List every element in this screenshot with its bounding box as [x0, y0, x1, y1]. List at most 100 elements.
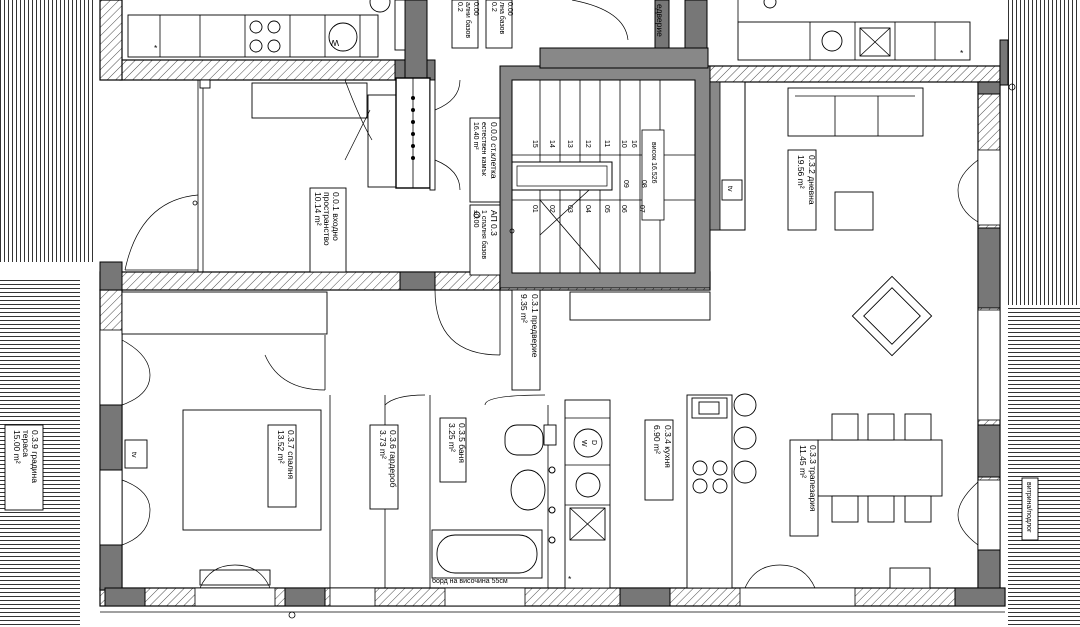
- column: [404, 0, 428, 81]
- top-counter-right: [737, 21, 971, 61]
- entrance-name: 0.0.1 входно: [331, 192, 341, 241]
- deck-right-bottom: [1008, 305, 1080, 627]
- step-02: 02: [548, 205, 555, 213]
- level-marker-icon: [473, 211, 481, 219]
- column: [977, 81, 1001, 95]
- step-11: 11: [603, 140, 610, 147]
- toilet: [510, 469, 546, 511]
- stair-name: 0.0.0 ст.клетка: [489, 122, 499, 179]
- terrace-label-box: [4, 424, 44, 511]
- entrance-name2: пространство: [322, 192, 332, 246]
- stair-top-block: [539, 47, 709, 69]
- window-bottom-1: [194, 587, 276, 607]
- terrace-name: 0.3.9 градина: [30, 430, 40, 483]
- dining-table: [817, 439, 943, 497]
- column: [977, 424, 1001, 478]
- entrance-cabinet: [251, 82, 368, 119]
- stair-sub: естествен камък: [480, 122, 487, 177]
- ap-level: ±0.00: [472, 210, 479, 228]
- window-right-1: [977, 149, 1001, 226]
- entrance-label-box: [309, 187, 347, 273]
- bedroom-area: 13.52 m²: [276, 430, 286, 464]
- stair-well: [511, 161, 613, 191]
- appliance-w2-label: W: [580, 440, 587, 447]
- tv-label: tv: [726, 186, 733, 192]
- stair-label-box: [641, 129, 665, 221]
- armchair: [851, 275, 933, 357]
- star-mark: *: [154, 43, 158, 53]
- stair-area: 16.40 m²: [472, 122, 479, 150]
- appliance-w-label: W: [331, 38, 339, 48]
- stair-elevation: висок 16.526: [650, 142, 657, 184]
- step-01: 01: [531, 205, 538, 213]
- hall-bench: [569, 291, 711, 321]
- star-mark-right: *: [960, 48, 964, 58]
- column: [954, 587, 1006, 607]
- stud-dots: [411, 96, 415, 160]
- step-13: 13: [566, 140, 573, 148]
- ap-name: АП 0.3: [489, 210, 499, 236]
- window-left-2: [99, 469, 123, 546]
- star-mark-kitchen: *: [568, 574, 572, 584]
- hall-area: 9.35 m²: [519, 294, 529, 323]
- column: [99, 261, 123, 291]
- stair-well-inner: [516, 165, 608, 187]
- ap-label-box: [469, 204, 501, 276]
- living-name: 0.3.2 дневна: [807, 155, 817, 205]
- hall-label-box: [511, 289, 541, 391]
- column: [99, 544, 123, 591]
- tv-bedroom-label: tv: [130, 452, 137, 458]
- step-06: 06: [620, 205, 627, 213]
- sofa: [787, 87, 924, 137]
- ap-sub: 1 спалня базов: [480, 210, 488, 259]
- kitchen-label-box: [644, 419, 674, 501]
- top-mid-c: 0.00: [506, 2, 513, 16]
- step-07: 07: [638, 205, 645, 213]
- coffee-table: [834, 191, 874, 231]
- window-right-2: [977, 309, 1001, 421]
- bath-name: 0.3.5 баня: [457, 423, 467, 463]
- bed: [182, 409, 322, 531]
- top-mid-a: 0.2: [490, 2, 497, 12]
- appliance-d-label: D: [590, 440, 597, 445]
- elevator-wall: [709, 81, 721, 231]
- right-note-box: [1021, 477, 1039, 541]
- step-14: 14: [548, 140, 555, 148]
- bedroom-name: 0.3.7 спалня: [286, 430, 296, 480]
- bath-label-box: [439, 417, 467, 483]
- bedroom-label-box: [267, 424, 297, 508]
- deck-left-top: [0, 0, 95, 262]
- column: [284, 587, 326, 607]
- dining-label-box: [789, 439, 819, 537]
- step-15: 15: [531, 140, 538, 148]
- top-right-label: едверие: [655, 4, 665, 37]
- tub-edge-note: борд на височина 55см: [432, 577, 508, 585]
- hall-name: 0.3.1 предверие: [530, 294, 540, 358]
- deck-right-top: [1008, 0, 1080, 305]
- column: [619, 587, 671, 607]
- step-09: 09: [622, 180, 629, 188]
- top-label-box-2: [485, 0, 513, 49]
- kitchen-area: 6.90 m²: [652, 425, 662, 454]
- window-left-1: [99, 329, 123, 406]
- wall-mid: [99, 271, 501, 291]
- wardrobe-label-box: [369, 424, 399, 510]
- column: [104, 587, 146, 607]
- step-16: 16: [630, 140, 637, 148]
- dining-name: 0.3.3 трапезария: [808, 445, 818, 512]
- step-08: 08: [640, 180, 647, 188]
- column: [399, 271, 436, 291]
- column: [977, 549, 1001, 591]
- top-left-c: 0.00: [472, 2, 479, 16]
- window-bottom-2: [329, 587, 376, 607]
- step-04: 04: [584, 205, 591, 213]
- hall-cabinet: [121, 291, 328, 335]
- kitchen-counter: [686, 394, 733, 589]
- window-bottom-4: [739, 587, 856, 607]
- top-left-a: 0.2: [456, 2, 463, 12]
- column: [977, 227, 1001, 309]
- top-mid-b: лна базов: [498, 2, 506, 34]
- top-label-box-1: [451, 0, 479, 49]
- window-bottom-3: [444, 587, 526, 607]
